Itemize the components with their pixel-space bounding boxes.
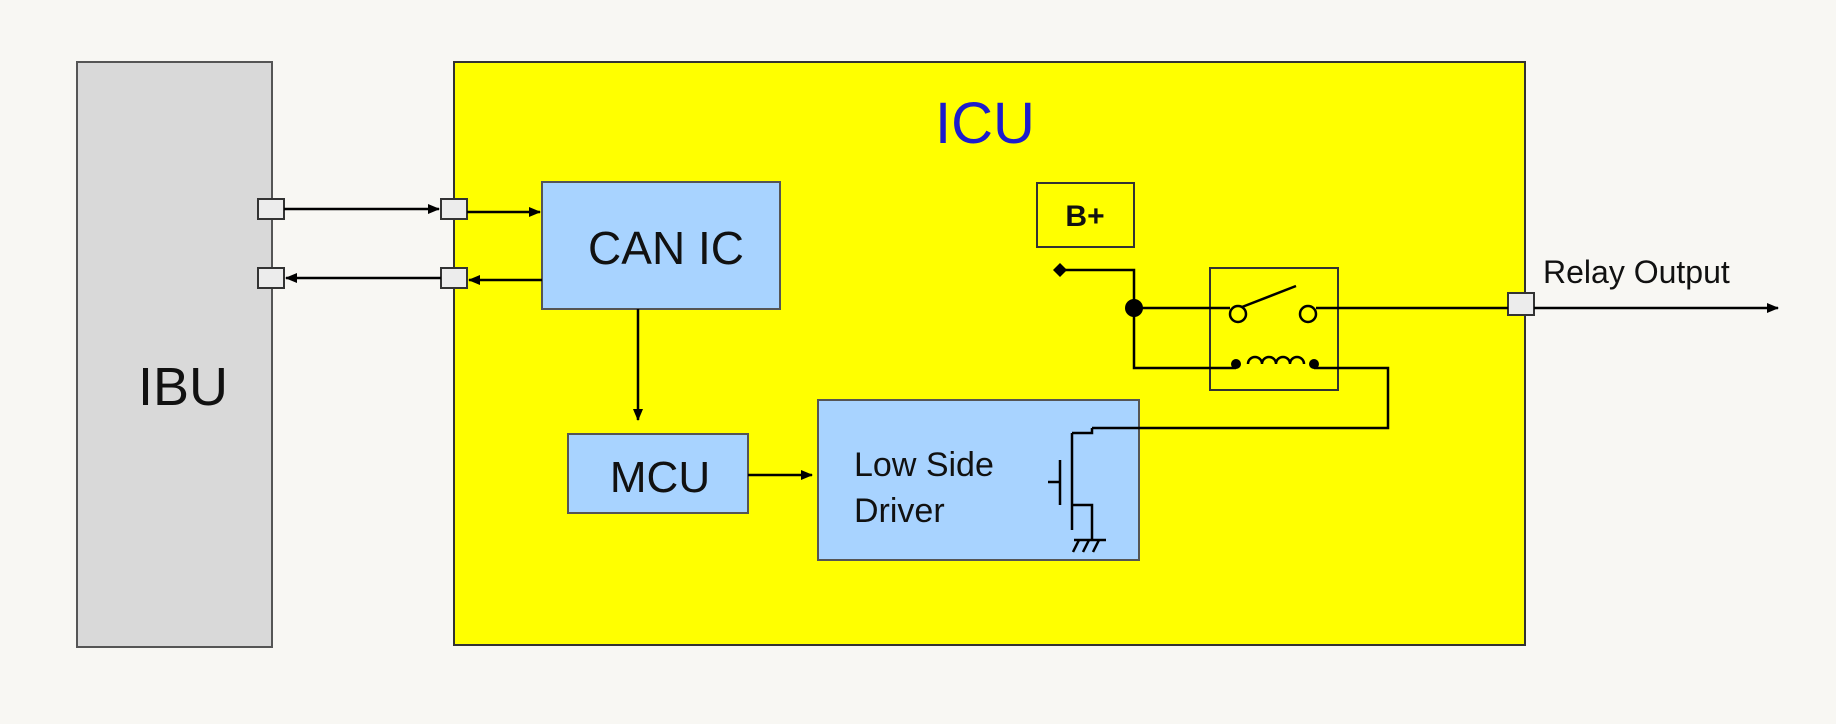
mcu-block	[567, 433, 749, 514]
ibu-pin-rx	[257, 267, 285, 289]
wire-battery-to-relay	[1060, 268, 1236, 370]
relay-switch-icon	[1228, 284, 1318, 324]
ibu-pin-tx	[257, 198, 285, 220]
low-side-driver-label-line2: Driver	[854, 492, 945, 530]
icu-pin-relay-output	[1507, 292, 1535, 316]
wires	[284, 204, 1779, 480]
relay-coil-icon	[1231, 355, 1319, 369]
ibu-label: IBU	[138, 357, 228, 417]
low-side-driver-block	[817, 399, 1140, 561]
icu-title: ICU	[935, 91, 1035, 156]
low-side-driver-label-line1: Low Side	[854, 446, 994, 484]
relay-output-label: Relay Output	[1543, 254, 1730, 290]
mosfet-icon	[1048, 428, 1094, 540]
battery-label: B+	[1065, 200, 1104, 233]
wire-junction-dot	[1125, 299, 1143, 317]
battery-block	[1036, 182, 1135, 248]
wire-coil-to-driver	[1092, 366, 1390, 430]
ground-icon	[1071, 538, 1106, 553]
battery-terminal-dot	[1053, 263, 1067, 277]
mcu-label: MCU	[610, 453, 710, 502]
ibu-block	[76, 61, 273, 648]
icu-pin-tx	[440, 267, 468, 289]
can-ic-label: CAN IC	[588, 222, 744, 274]
icu-pin-rx	[440, 198, 468, 220]
can-ic-block	[541, 181, 781, 310]
relay-block	[1209, 267, 1339, 391]
